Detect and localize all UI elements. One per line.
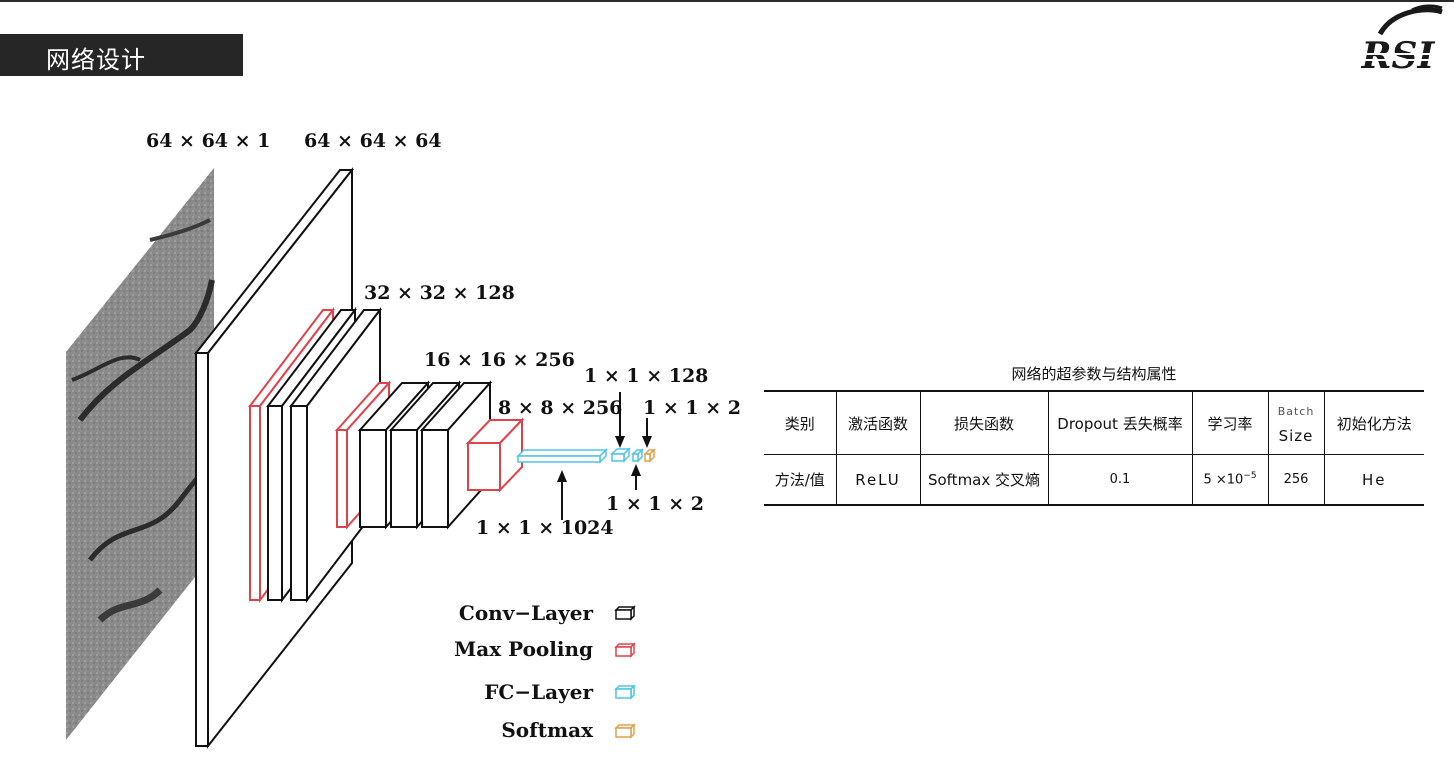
- legend-label-conv: Conv−Layer: [459, 601, 594, 625]
- rsi-logo-icon: RSI: [1356, 4, 1443, 74]
- legend-swatch-fc-icon: [614, 684, 636, 700]
- legend-label-max-pooling: Max Pooling: [454, 637, 593, 661]
- dim-label-fc2: 1 × 1 × 128: [584, 365, 708, 387]
- section-title: 网络设计: [46, 46, 146, 74]
- dim-label-conv2: 32 × 32 × 128: [364, 282, 515, 304]
- input-image: [66, 168, 215, 740]
- legend-label-softmax: Softmax: [501, 718, 594, 742]
- arrow-fc-2: [642, 418, 652, 448]
- value-cell-dropout: 0.1: [1047, 454, 1192, 506]
- arrow-fc-128: [615, 392, 625, 448]
- dim-label-softmax: 1 × 1 × 2: [606, 493, 704, 515]
- value-cell-category: 方法/值: [764, 454, 836, 506]
- max-pooling-layer-3: [465, 417, 525, 493]
- header-batch-label: Batch: [1277, 405, 1315, 418]
- table-value-row: 方法/值 ReLU Softmax 交叉熵 0.1 5 ×10−5 256 He: [764, 454, 1424, 506]
- header-size-label: Size: [1278, 427, 1314, 445]
- learning-rate-base: 5 ×10: [1203, 472, 1244, 488]
- fc-layer-2: [631, 448, 644, 463]
- legend-swatch-conv-icon: [614, 605, 636, 621]
- value-cell-init: He: [1323, 454, 1424, 506]
- dim-label-input: 64 × 64 × 1: [146, 130, 270, 152]
- legend-label-fc: FC−Layer: [484, 680, 593, 704]
- dim-label-fc1: 1 × 1 × 1024: [476, 517, 614, 539]
- dim-label-conv1: 64 × 64 × 64: [304, 130, 442, 152]
- learning-rate-exponent: −5: [1243, 471, 1257, 482]
- header-cell-init: 初始化方法: [1323, 390, 1424, 455]
- header-cell-activation: 激活函数: [835, 390, 920, 455]
- value-cell-batch-size: 256: [1267, 454, 1324, 506]
- fc-layer-128: [610, 447, 631, 463]
- arrow-fc-1024: [557, 470, 567, 520]
- header-cell-category: 类别: [764, 390, 836, 455]
- top-border: [0, 0, 1454, 2]
- header-cell-learning-rate: 学习率: [1191, 390, 1268, 455]
- dim-label-conv3: 16 × 16 × 256: [424, 349, 575, 371]
- softmax-layer: [643, 448, 656, 463]
- section-title-bar: 网络设计: [0, 34, 243, 76]
- arrow-softmax: [631, 464, 641, 490]
- value-cell-activation: ReLU: [835, 454, 920, 506]
- legend-swatch-max-pooling-icon: [614, 642, 636, 658]
- dim-label-conv4: 8 × 8 × 256: [498, 397, 622, 419]
- dim-label-fc3: 1 × 1 × 2: [643, 397, 741, 419]
- value-cell-learning-rate: 5 ×10−5: [1191, 454, 1268, 506]
- cnn-architecture-diagram: 64 × 64 × 1 64 × 64 × 64 32 × 32 × 128 1…: [66, 130, 741, 749]
- legend: Conv−Layer Max Pooling FC−Layer Softmax: [454, 601, 636, 742]
- table-caption: 网络的超参数与结构属性: [1011, 365, 1177, 383]
- value-cell-loss: Softmax 交叉熵: [919, 454, 1048, 506]
- header-cell-dropout: Dropout 丢失概率: [1047, 390, 1192, 455]
- header-cell-loss: 损失函数: [919, 390, 1048, 455]
- fc-layer-1024: [516, 448, 608, 464]
- legend-swatch-softmax-icon: [614, 723, 636, 739]
